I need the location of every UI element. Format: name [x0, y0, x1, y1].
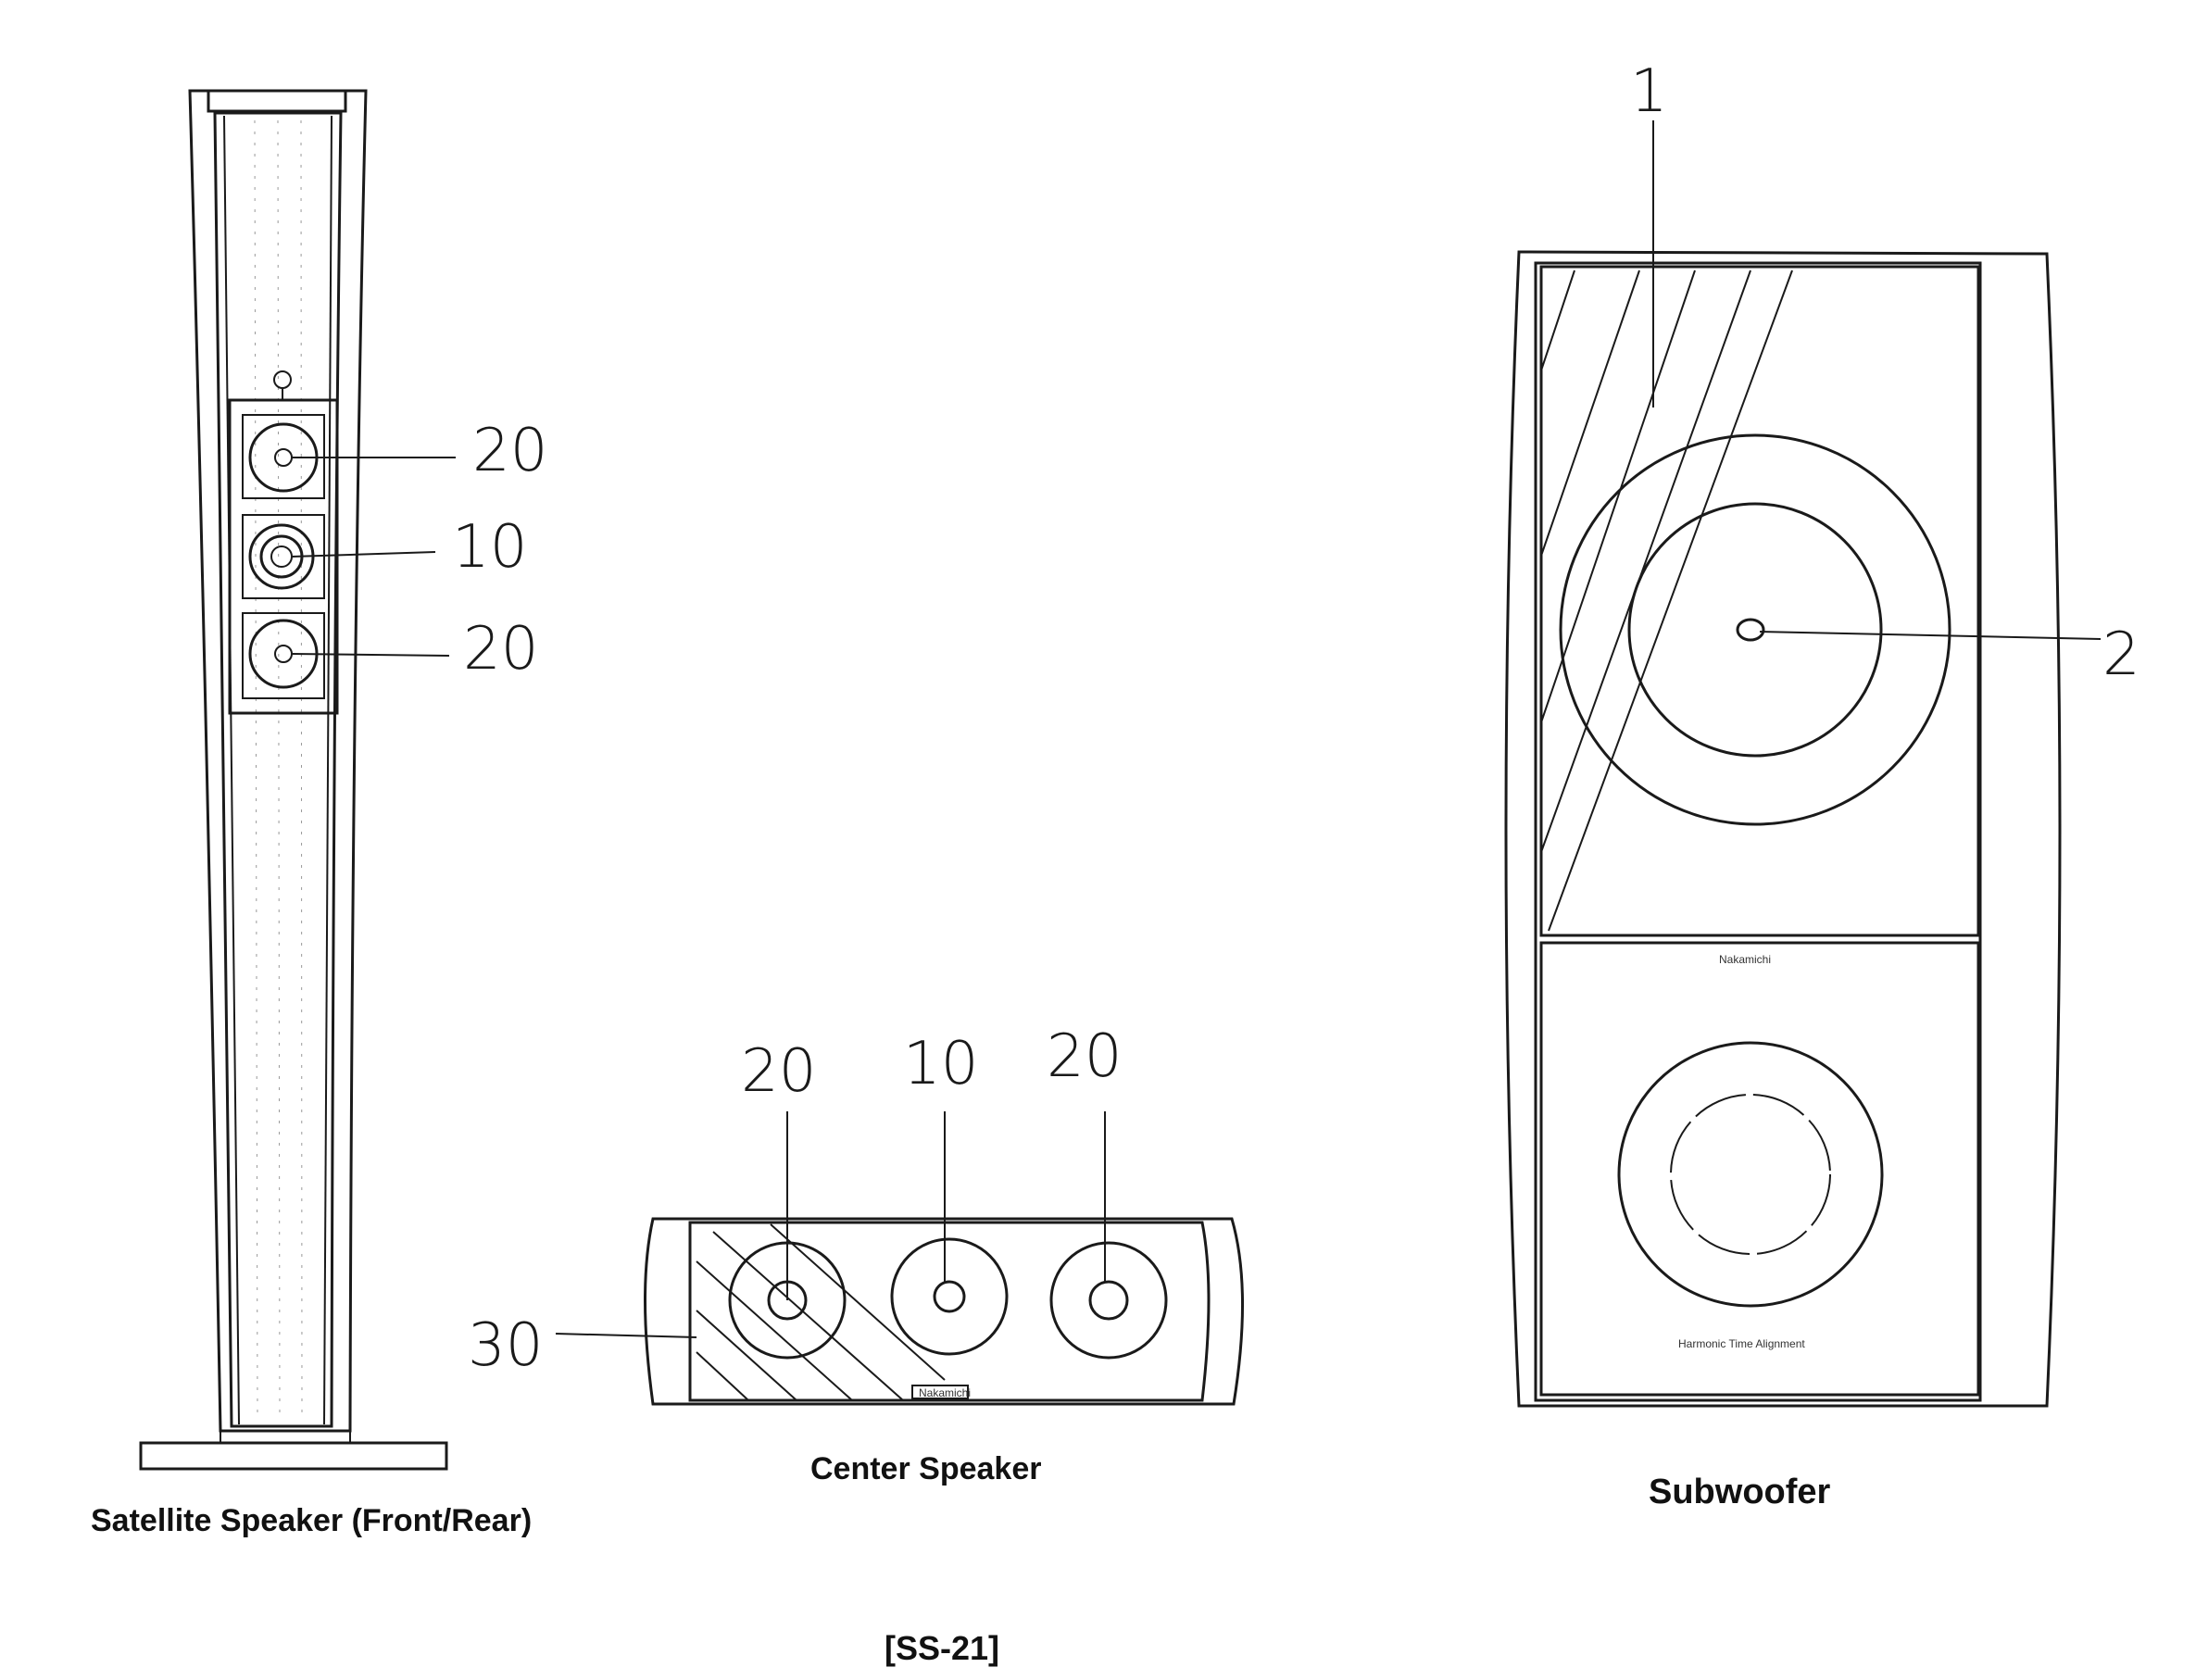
satellite-speaker: 20 10 20 Satellite Speaker (Front/Rear): [91, 89, 547, 1538]
caption-satellite: Satellite Speaker (Front/Rear): [91, 1503, 532, 1538]
subwoofer-logo: Nakamichi: [1719, 953, 1771, 966]
callout-sub-driver: 2: [2102, 621, 2140, 689]
caption-subwoofer: Subwoofer: [1649, 1473, 1831, 1511]
subwoofer-lower-panel: [1539, 941, 1980, 1397]
satellite-driver-panel: [228, 398, 339, 715]
center-logo-text: Nakamichi: [919, 1386, 971, 1399]
callout-sat-top: 20: [472, 417, 547, 485]
caption-center: Center Speaker: [810, 1451, 1041, 1486]
callout-sat-bottom: 20: [463, 615, 538, 683]
callout-sat-mid: 10: [452, 513, 527, 582]
model-number: [SS-21]: [885, 1629, 999, 1667]
center-grille-hatch: [696, 1223, 946, 1401]
center-logo-badge: [911, 1385, 969, 1399]
subwoofer-grille-hatch: [1540, 270, 1793, 932]
satellite-mount-knob: [273, 370, 292, 389]
callout-center-left: 20: [741, 1037, 816, 1106]
callout-center-grille: 30: [468, 1311, 543, 1380]
subwoofer-grille-panel: [1539, 265, 1980, 937]
subwoofer-driver-upper: [1559, 433, 1951, 826]
callout-center-right: 20: [1047, 1022, 1122, 1091]
subwoofer-driver-lower: [1617, 1041, 1884, 1308]
satellite-base: [139, 1441, 448, 1471]
center-woofer-right: [1049, 1241, 1168, 1360]
callout-center-mid: 10: [903, 1030, 978, 1098]
subwoofer: Nakamichi Harmonic Time Alignment 1 2 Su…: [1504, 57, 2140, 1511]
subwoofer-tagline: Harmonic Time Alignment: [1678, 1337, 1805, 1350]
satellite-grille-texture: [254, 119, 303, 1418]
center-speaker: Nakamichi 20 10 20 30 Center Speaker: [468, 1022, 1245, 1486]
callout-sub-grille: 1: [1630, 57, 1668, 126]
center-tweeter: [890, 1237, 1009, 1356]
